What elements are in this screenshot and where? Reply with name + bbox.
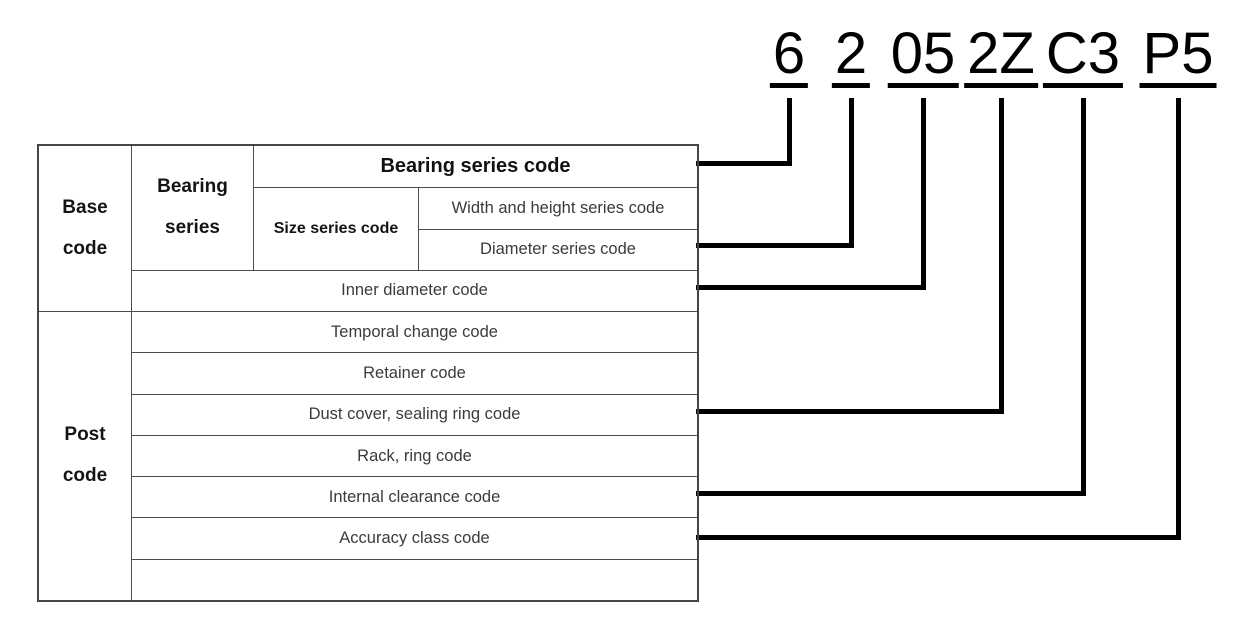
accuracy-class-code-cell: Accuracy class code bbox=[131, 517, 697, 559]
internal-clearance-code-cell: Internal clearance code bbox=[131, 476, 697, 518]
width-height-series-code-cell: Width and height series code bbox=[418, 187, 697, 229]
code-segment-c3: C3 bbox=[1042, 24, 1124, 89]
code-segment-2z: 2Z bbox=[964, 24, 1038, 89]
base-code-section-label: Base code bbox=[62, 196, 108, 259]
connector-bearing-series-code bbox=[696, 98, 792, 166]
code-structure-table: Base code Bearing series Bearing series … bbox=[37, 144, 699, 602]
connector-diameter-series-code bbox=[696, 98, 854, 248]
bearing-series-code-cell: Bearing series code bbox=[253, 146, 697, 188]
temporal-change-code-cell: Temporal change code bbox=[131, 311, 697, 353]
code-segment-2: 2 bbox=[831, 24, 871, 89]
dust-cover-sealing-ring-code-cell: Dust cover, sealing ring code bbox=[131, 393, 697, 435]
post-code-section-label: Post code bbox=[39, 311, 131, 600]
diameter-series-code-cell: Diameter series code bbox=[418, 228, 697, 270]
empty-cell bbox=[131, 558, 697, 600]
inner-diameter-code-cell: Inner diameter code bbox=[131, 269, 697, 312]
code-segment-6: 6 bbox=[769, 24, 809, 89]
connector-internal-clearance-code bbox=[696, 98, 1086, 496]
connector-accuracy-class-code bbox=[696, 98, 1181, 540]
connector-inner-diameter-code bbox=[696, 98, 926, 290]
connector-dust-cover-code bbox=[696, 98, 1004, 414]
rack-ring-code-cell: Rack, ring code bbox=[131, 434, 697, 477]
code-segment-05: 05 bbox=[887, 24, 959, 89]
retainer-code-cell: Retainer code bbox=[131, 352, 697, 394]
size-series-code-cell: Size series code bbox=[253, 187, 418, 270]
code-segment-p5: P5 bbox=[1139, 24, 1217, 89]
bearing-series-cell: Bearing series bbox=[131, 146, 253, 270]
